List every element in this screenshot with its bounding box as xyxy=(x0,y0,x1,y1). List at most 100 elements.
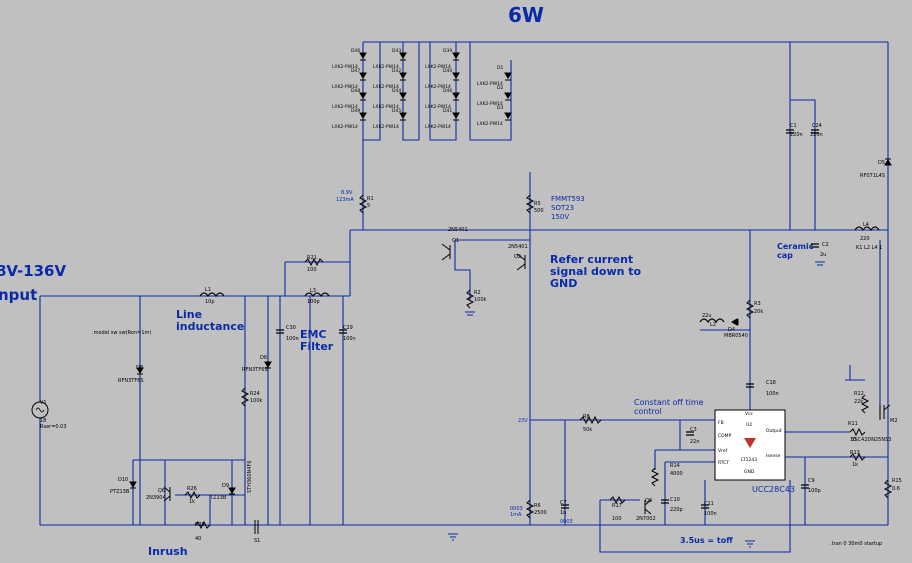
q2-label: Q2 xyxy=(514,254,522,260)
r12-label: R12 xyxy=(854,391,864,397)
sot23-label: SOT23 xyxy=(551,204,575,212)
fmmt593-label: FMMT593 xyxy=(551,195,585,203)
q1-label: Q1 xyxy=(452,238,460,244)
led-col1-label-b: LXK2-PW14 xyxy=(332,85,358,90)
ic-pin-isense: Isense xyxy=(766,454,781,459)
d5-part: RF071L4S xyxy=(860,173,886,179)
s1-part: STH360N4F6 xyxy=(247,460,253,493)
led-col4-label-b: LXK2-PW14 xyxy=(477,102,503,107)
r24-value: 100k xyxy=(250,398,263,404)
r13-value: 1k xyxy=(852,462,859,468)
led-ref: D1 xyxy=(497,66,504,71)
c11-label: C11 xyxy=(704,501,714,507)
led-ref: D2 xyxy=(497,86,504,91)
led-col1-label-a: LXK2-PW14 xyxy=(332,65,358,70)
ic-pin-rtct: RTCT xyxy=(718,461,730,466)
l4-coupling: K1 L2 L4 1 xyxy=(856,245,883,251)
led-ref: D39 xyxy=(443,49,453,54)
refer-current-label: Refer current signal down to GND xyxy=(550,253,642,290)
ic-pin-fb: FB xyxy=(718,421,724,426)
d5-label: D5 xyxy=(878,160,886,166)
r2-value: 100k xyxy=(474,297,487,303)
r21-label: R21 xyxy=(307,255,317,261)
led-col1-label-c: LXK2-PW14 xyxy=(332,105,358,110)
v1-label: V1 xyxy=(40,400,47,406)
c9-value: 100p xyxy=(808,488,821,494)
voltage-rating-label: 150V xyxy=(551,213,570,221)
c11-value: 100n xyxy=(704,511,717,517)
l3-label: L3 xyxy=(310,288,316,294)
q2-part: 2N5401 xyxy=(508,244,528,250)
c9-label: C9 xyxy=(808,478,815,484)
c29-value: 100n xyxy=(343,336,356,342)
led-ref: D3 xyxy=(497,106,504,111)
led-col4-label-c: LXK2-PW14 xyxy=(477,122,503,127)
ic-name-label: UCC28C43 xyxy=(752,485,795,494)
input-voltage-label: 8V-136V xyxy=(0,262,67,280)
s1-label: S1 xyxy=(254,538,261,544)
ic-pin-output: Output xyxy=(766,429,782,434)
l1-value: 10p xyxy=(205,299,215,305)
d10-part: PTZ13B xyxy=(110,489,130,495)
ic-ref: U2 xyxy=(746,423,753,428)
l4-value: 220 xyxy=(860,236,870,242)
r1-value: 5 xyxy=(367,203,371,209)
led-ref: D49 xyxy=(351,109,361,114)
r15-value: 0.6 xyxy=(892,486,900,492)
r8-value: 50k xyxy=(583,427,593,433)
v1-value: 18 xyxy=(40,418,47,424)
tran-directive: .tran 0 30m0 startup xyxy=(830,541,883,547)
r26-value: 1k xyxy=(189,499,196,505)
inrush-label: Inrush xyxy=(148,545,188,558)
r12-value: 22k xyxy=(854,399,864,405)
r15-label: R15 xyxy=(892,478,902,484)
led-ref: D48 xyxy=(351,89,361,94)
c1-value: 220n xyxy=(790,132,803,138)
d8-label: D8 xyxy=(136,365,144,371)
r26-label: R26 xyxy=(187,486,197,492)
c29-label: C29 xyxy=(343,325,353,331)
m2-part: BSC42DN25NS3 xyxy=(851,437,892,443)
r1-label: R1 xyxy=(367,196,374,202)
v1-rser: Rser=0.03 xyxy=(40,424,67,430)
led-col2-label-d: LXK2-PW14 xyxy=(373,125,399,130)
led-array xyxy=(359,52,512,121)
c30-label: C30 xyxy=(286,325,296,331)
led-ref: D44 xyxy=(392,89,402,94)
d8-part: RFN3TF6S xyxy=(118,378,144,384)
r5-value: 500 xyxy=(534,208,544,214)
l2-value: 22u xyxy=(702,313,712,319)
c10-value: 220p xyxy=(670,507,683,513)
emc-filter-label: EMC Filter xyxy=(300,328,334,353)
led-voltage-readout: 8.9V xyxy=(341,190,353,196)
c24-label: C24 xyxy=(812,123,822,129)
r25-label: R25 xyxy=(195,522,205,528)
led-col3-label-b: LXK2-PW14 xyxy=(425,85,451,90)
c18-value: 100n xyxy=(766,391,779,397)
q6-label: Q6 xyxy=(158,488,166,494)
led-col2-label-b: LXK2-PW14 xyxy=(373,85,399,90)
d4-label: D4 xyxy=(728,327,736,333)
d9-part: TZ13B xyxy=(210,495,227,501)
led-col3-label-a: LXK2-PW14 xyxy=(425,65,451,70)
led-col1-label-d: LXK2-PW14 xyxy=(332,125,358,130)
c3-label: C3 xyxy=(690,427,697,433)
r6-value: 2500 xyxy=(534,510,547,516)
l2-label: L2 xyxy=(710,322,716,328)
r5-label: R5 xyxy=(534,201,541,207)
node-voltage-readout: 23V xyxy=(518,418,528,424)
r14-label: R14 xyxy=(670,463,680,469)
d10-label: D10 xyxy=(118,477,129,483)
switch-model-directive: .model sw sw(Ron=1m) xyxy=(92,330,152,336)
c3-value: 22n xyxy=(690,439,700,445)
d6-part: RFN3TF6S xyxy=(242,367,268,373)
ceramic-cap-label: Ceramic cap xyxy=(777,242,814,260)
led-col2-label-c: LXK2-PW14 xyxy=(373,105,399,110)
l4-label: L4 xyxy=(863,222,869,228)
led-ref: D43 xyxy=(392,49,402,54)
c30-value: 100n xyxy=(286,336,299,342)
d6-label: D6 xyxy=(260,355,268,361)
line-inductance-label: Line inductance xyxy=(176,308,245,333)
